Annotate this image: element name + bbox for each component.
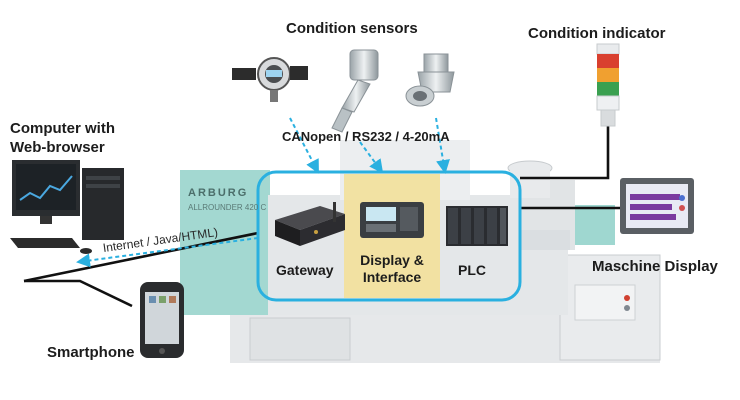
link-internet: [76, 237, 259, 268]
signal-links: [76, 117, 450, 268]
highlight-box: [256, 170, 522, 302]
plc-device: [446, 206, 508, 246]
label-maschine-display: Maschine Display: [592, 258, 718, 275]
line-indicator-to-box: [520, 125, 610, 180]
gateway-device: [275, 202, 345, 246]
label-computer-line2: Web-browser: [10, 139, 105, 156]
link-sensor-1: [289, 117, 319, 174]
label-smartphone: Smartphone: [47, 344, 135, 361]
line-to-smartphone: [24, 279, 133, 308]
maschine-display-device: [620, 178, 694, 234]
wired-connections: [23, 125, 620, 308]
label-condition-sensors: Condition sensors: [286, 20, 418, 37]
label-protocols: CANopen / RS232 / 4-20mA: [282, 129, 450, 144]
line-computer-to-box: [23, 231, 259, 283]
label-gateway: Gateway: [276, 262, 334, 278]
link-sensor-3: [435, 117, 450, 174]
display-interface-device: [360, 202, 424, 238]
computer: [10, 160, 124, 254]
injection-machine: [180, 140, 661, 363]
sensor-3: [405, 53, 455, 107]
signal-tower: [596, 43, 620, 127]
label-plc: PLC: [458, 262, 486, 278]
label-display-line1: Display &: [360, 252, 424, 268]
label-display-line2: Interface: [362, 269, 422, 285]
machine-brand: ARBURG: [188, 187, 249, 199]
sensor-1: [232, 57, 308, 102]
label-computer-line1: Computer with: [10, 120, 115, 137]
machine-model: ALLROUNDER 420 C: [188, 203, 267, 212]
label-condition-indicator: Condition indicator: [528, 25, 666, 42]
link-sensor-2: [359, 141, 384, 174]
smartphone-device: [140, 282, 184, 358]
sensor-2: [331, 49, 379, 133]
machine-teal-panel: [180, 170, 270, 315]
